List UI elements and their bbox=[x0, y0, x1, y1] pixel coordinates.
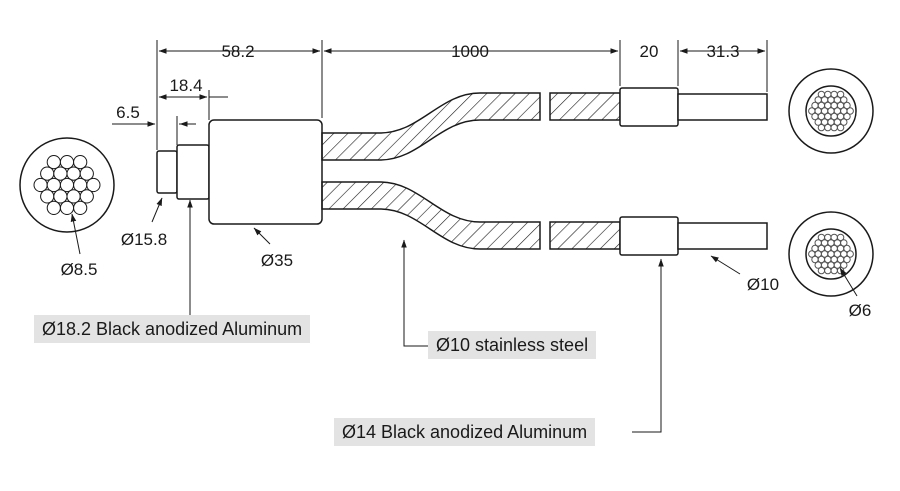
lower-cable-segment bbox=[549, 221, 621, 250]
leader-cable bbox=[401, 239, 428, 347]
fiber-core bbox=[817, 266, 826, 275]
fiber-core bbox=[830, 266, 838, 275]
fiber-core bbox=[824, 266, 832, 275]
dim-tip-step: 6.5 bbox=[116, 103, 140, 122]
dim-tip-length: 31.3 bbox=[706, 42, 739, 61]
fiber-core bbox=[79, 166, 94, 181]
fiber-cores bbox=[33, 90, 854, 275]
fiber-core bbox=[840, 96, 848, 104]
leader-ferrule bbox=[632, 258, 664, 433]
dim-leg-fiber-diameter: Ø6 bbox=[849, 301, 872, 320]
lower-tip bbox=[677, 222, 768, 250]
dim-tip-diameter: Ø15.8 bbox=[121, 230, 167, 249]
fiber-core bbox=[843, 112, 851, 121]
fiber-core bbox=[73, 155, 88, 170]
fiber-core bbox=[836, 90, 845, 99]
lower-cable bbox=[321, 181, 541, 250]
fiber-core bbox=[830, 123, 838, 132]
leader-35 bbox=[253, 227, 271, 245]
fiber-core bbox=[843, 244, 851, 253]
fiber-core bbox=[66, 189, 81, 204]
fiber-core bbox=[846, 107, 854, 115]
upper-cable bbox=[321, 92, 541, 161]
leader-10 bbox=[710, 255, 741, 275]
upper-tip bbox=[677, 93, 768, 121]
fiber-core bbox=[824, 123, 832, 132]
fiber-core bbox=[817, 123, 826, 132]
fiber-core bbox=[840, 239, 848, 247]
fiber-core bbox=[40, 189, 55, 204]
fiber-core bbox=[840, 118, 848, 126]
fiber-core bbox=[836, 233, 845, 242]
dim-step-length: 18.4 bbox=[169, 76, 202, 95]
callout-collar-material: Ø18.2 Black anodized Aluminum bbox=[34, 315, 311, 343]
collar bbox=[176, 144, 210, 200]
dim-leg-tube-diameter: Ø10 bbox=[747, 275, 779, 294]
fiber-core bbox=[79, 189, 94, 204]
fiber-core bbox=[846, 250, 854, 258]
fiber-core bbox=[73, 200, 88, 215]
upper-cable-segment bbox=[549, 92, 621, 121]
fiber-core bbox=[843, 101, 851, 110]
dim-ferrule-length: 20 bbox=[640, 42, 659, 61]
callout-ferrule-material: Ø14 Black anodized Aluminum bbox=[334, 418, 596, 446]
dim-cable-length: 1000 bbox=[451, 42, 489, 61]
leader-15-8 bbox=[151, 197, 163, 223]
fiber-core bbox=[46, 200, 61, 215]
dim-bundle-length: 58.2 bbox=[221, 42, 254, 61]
upper-ferrule bbox=[619, 87, 679, 127]
fiber-core bbox=[836, 123, 845, 132]
lower-ferrule bbox=[619, 216, 679, 256]
fiber-core bbox=[86, 177, 101, 193]
fiber-core bbox=[59, 155, 75, 170]
dim-fiber-diameter: Ø8.5 bbox=[61, 260, 98, 279]
fiber-core bbox=[59, 200, 75, 215]
fiber-core bbox=[46, 155, 61, 170]
dim-housing-diameter: Ø35 bbox=[261, 251, 293, 270]
leader-8-5 bbox=[70, 213, 81, 255]
fiber-core bbox=[843, 255, 851, 264]
leader-6 bbox=[839, 267, 858, 297]
callout-cable-material: Ø10 stainless steel bbox=[428, 331, 597, 359]
housing bbox=[208, 119, 323, 225]
fiber-core bbox=[53, 189, 68, 204]
probe-tip bbox=[156, 150, 178, 194]
